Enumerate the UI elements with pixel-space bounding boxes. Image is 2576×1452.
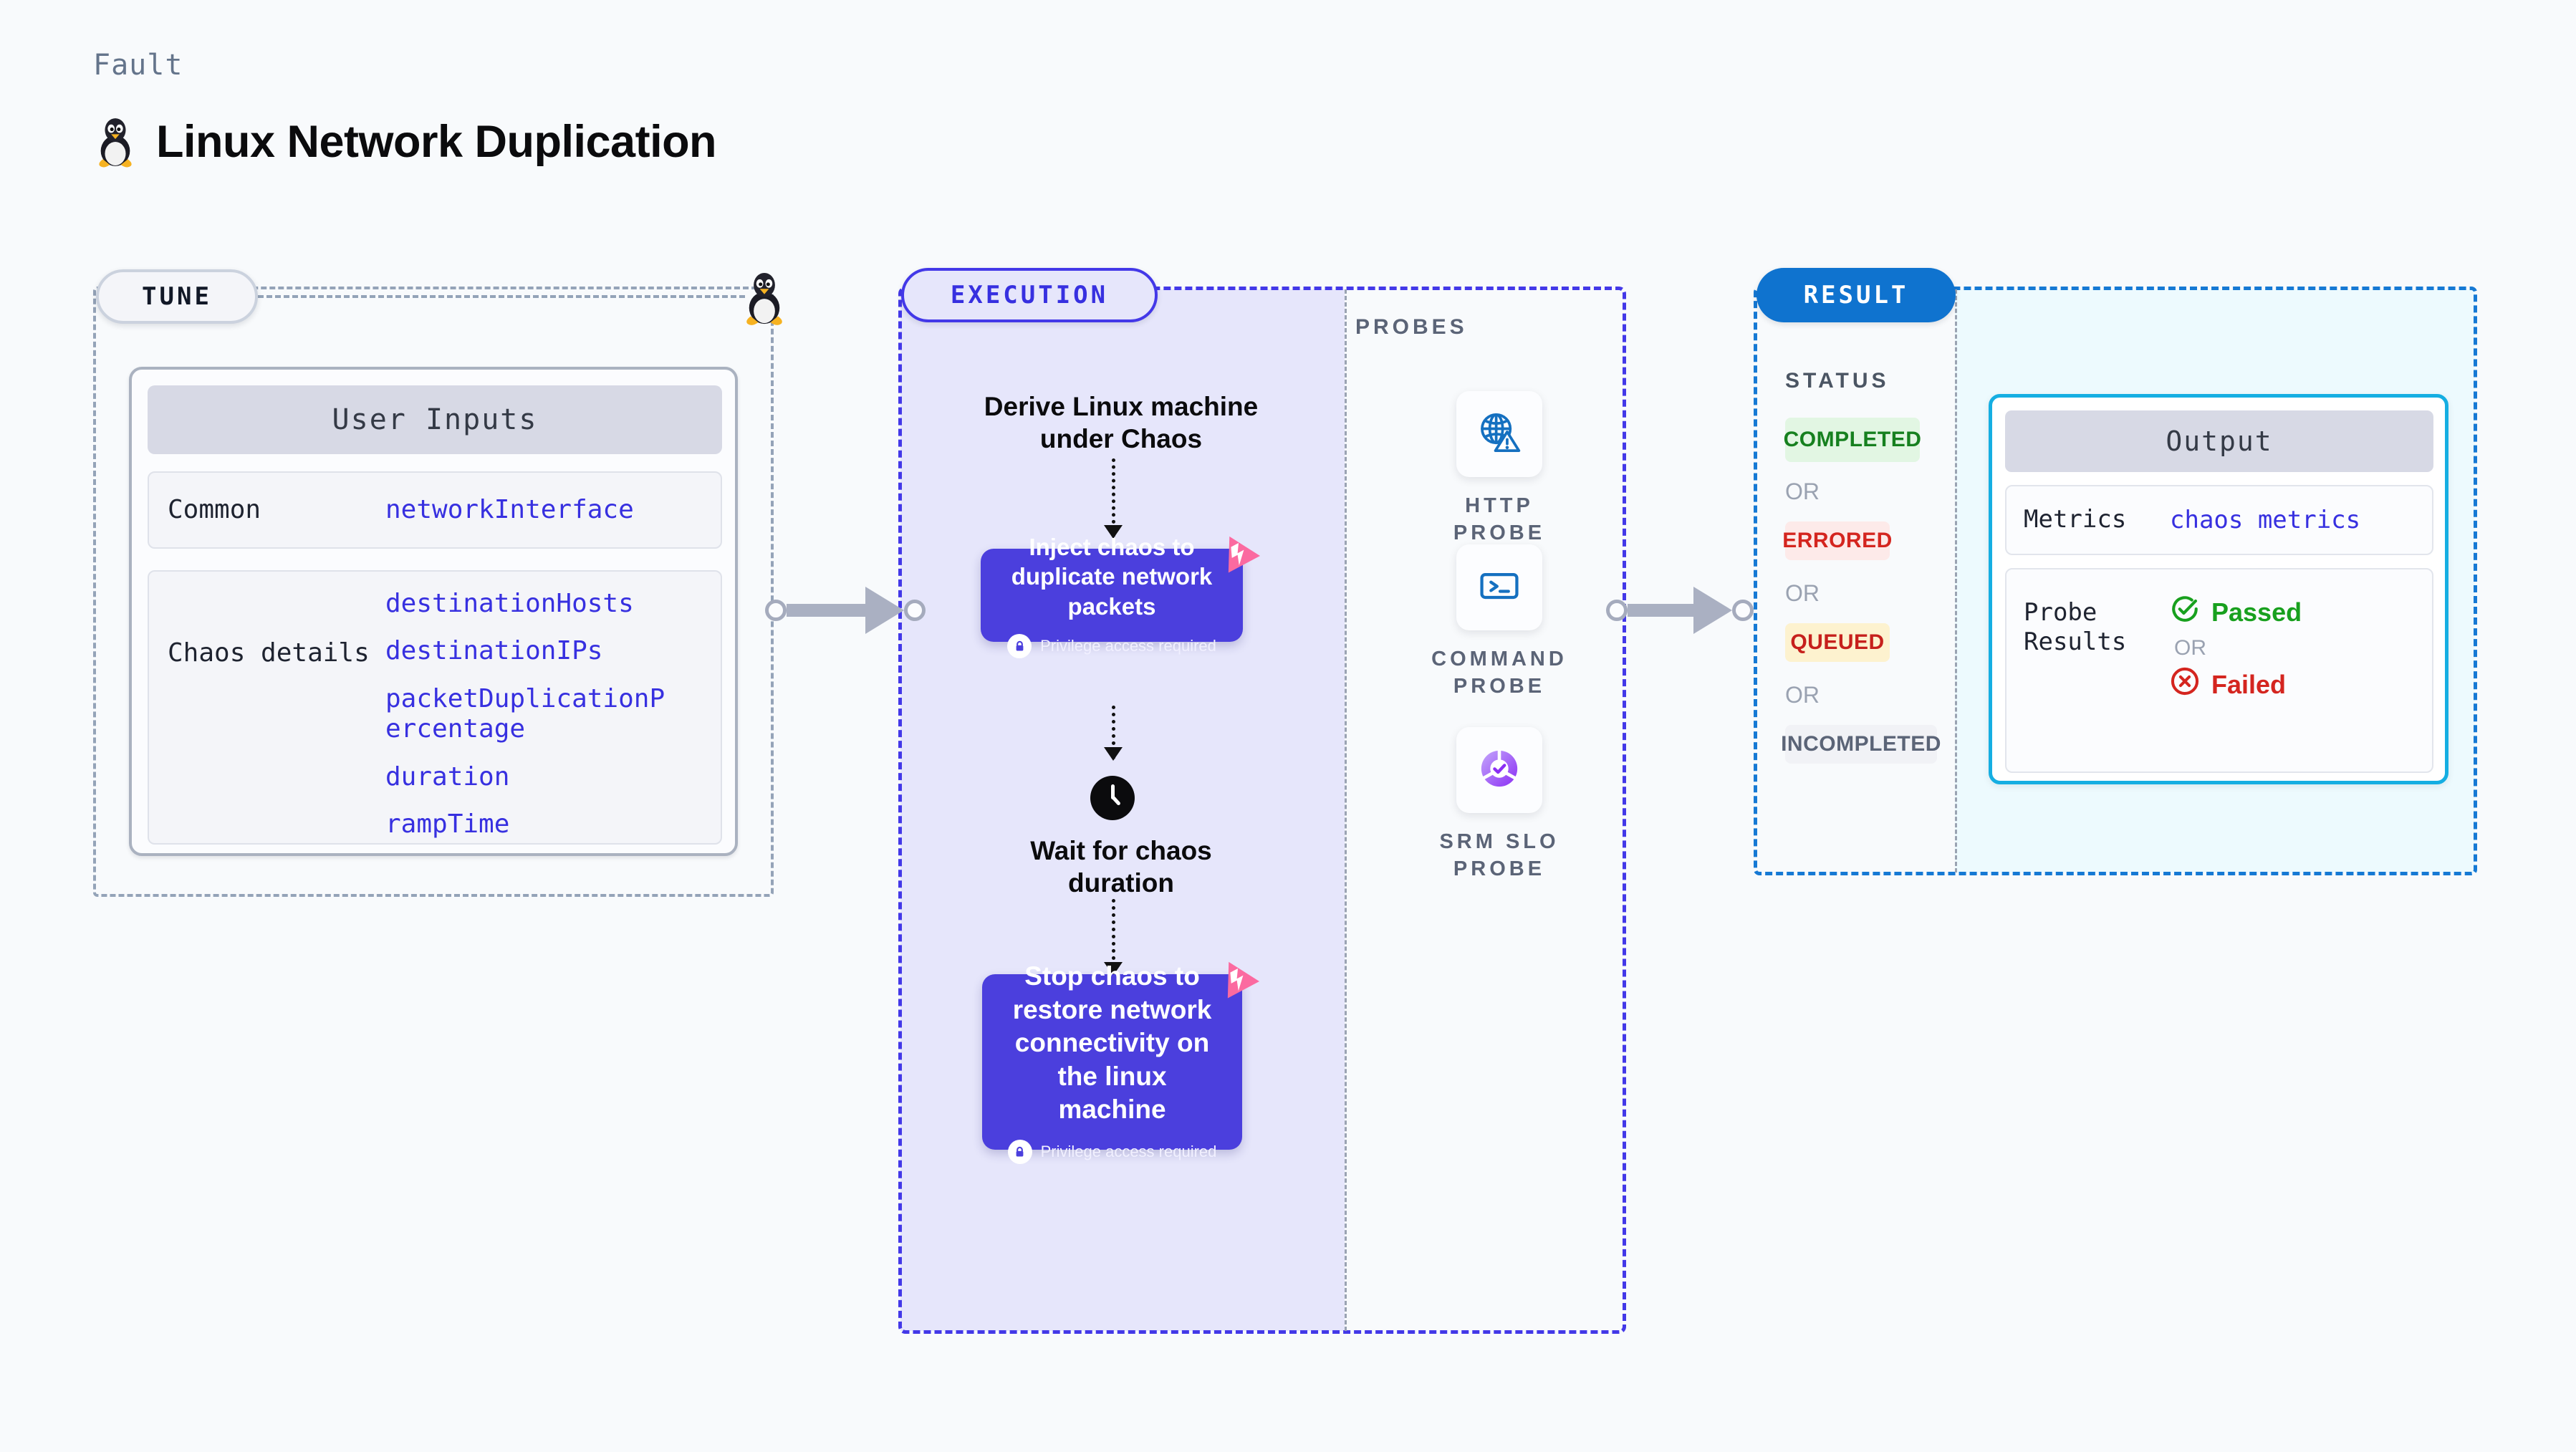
execution-step-stop-card[interactable]: Stop chaos to restore network connectivi…	[982, 961, 1259, 1165]
tune-param-packetduplicationpercentage[interactable]: packetDuplicationPercentage	[385, 683, 665, 744]
status-badge-queued: QUEUED	[1785, 623, 1890, 662]
execution-probes-divider	[1345, 289, 1347, 1331]
probe-http-label: HTTP PROBE	[1453, 494, 1546, 544]
tune-to-execution-connector	[765, 587, 926, 634]
status-badge-completed: COMPLETED	[1784, 418, 1921, 462]
execution-step-wait-label: Wait for chaos duration	[1030, 836, 1212, 898]
stop-card-privilege-row: Privilege access required	[1007, 1140, 1217, 1165]
tune-row-common: Common networkInterface	[148, 471, 722, 549]
probe-command[interactable]: COMMAND PROBE	[1428, 544, 1571, 700]
tune-param-ramptime[interactable]: rampTime	[385, 809, 510, 840]
chaos-corner-icon	[1215, 957, 1259, 999]
tune-pill[interactable]: TUNE	[96, 269, 258, 324]
output-metrics-label: Metrics	[2024, 505, 2127, 534]
inject-card-privilege-text: Privilege access required	[1040, 637, 1216, 655]
clock-icon	[1090, 775, 1135, 821]
execution-panel	[898, 287, 1626, 1334]
tune-row-chaos-label: Chaos details	[168, 638, 370, 668]
connector-bar	[1628, 604, 1693, 617]
probe-result-passed-label: Passed	[2211, 597, 2302, 627]
slo-donut-check-icon	[1474, 744, 1524, 797]
probe-command-label: COMMAND PROBE	[1431, 648, 1567, 698]
execution-pill[interactable]: EXECUTION	[901, 268, 1158, 322]
page-kicker: Fault	[93, 49, 183, 82]
terminal-icon	[1475, 562, 1524, 614]
lock-icon	[1007, 1140, 1032, 1165]
stop-card-privilege-text: Privilege access required	[1040, 1143, 1217, 1161]
page-title-row: Linux Network Duplication	[93, 115, 717, 169]
user-inputs-card: User Inputs Common networkInterface Chao…	[129, 367, 738, 856]
chaos-corner-icon	[1216, 532, 1260, 573]
probes-title: PROBES	[1355, 315, 1468, 339]
arrow-shaft	[1112, 899, 1115, 974]
connector-end-dot	[1732, 600, 1754, 621]
connector-start-dot	[765, 600, 787, 621]
tune-row-chaos-details: Chaos details destinationHosts destinati…	[148, 570, 722, 845]
status-badge-errored: ERRORED	[1782, 521, 1892, 560]
check-circle-icon	[2170, 594, 2200, 630]
connector-end-dot	[904, 600, 926, 621]
tune-param-destinationhosts[interactable]: destinationHosts	[385, 589, 634, 618]
tune-row-common-label: Common	[168, 495, 261, 525]
output-probe-label: Probe Results	[2024, 598, 2127, 657]
inject-card-title: Inject chaos to duplicate network packet…	[1011, 533, 1213, 620]
connector-start-dot	[1606, 600, 1628, 621]
tune-panel	[93, 287, 774, 897]
status-or-1: OR	[1785, 479, 1820, 504]
tune-param-networkinterface[interactable]: networkInterface	[385, 494, 634, 524]
execution-step-inject-card[interactable]: Inject chaos to duplicate network packet…	[981, 534, 1260, 659]
arrow-head	[1104, 747, 1123, 761]
stop-card-title: Stop chaos to restore network connectivi…	[1012, 961, 1212, 1125]
x-circle-icon	[2170, 666, 2200, 703]
result-status-fill	[1756, 289, 1955, 872]
tune-param-destinationips[interactable]: destinationIPs	[385, 636, 603, 666]
probe-result-failed-label: Failed	[2211, 669, 2287, 699]
connector-arrowhead	[1693, 587, 1732, 634]
connector-arrowhead	[865, 587, 904, 634]
user-inputs-title: User Inputs	[148, 385, 722, 454]
probe-srm-slo-label: SRM SLO PROBE	[1439, 830, 1559, 880]
arrow-shaft	[1112, 706, 1115, 759]
tune-row-chaos-values: destinationHosts destinationIPs packetDu…	[385, 589, 721, 840]
status-or-3: OR	[1785, 682, 1820, 708]
page-title: Linux Network Duplication	[156, 117, 717, 167]
output-row-metrics: Metrics chaos metrics	[2005, 485, 2433, 555]
probe-command-tile	[1456, 544, 1542, 630]
output-card: Output Metrics chaos metrics Probe Resul…	[1989, 394, 2448, 784]
execution-to-result-connector	[1606, 587, 1754, 634]
tune-connector-line	[258, 295, 745, 298]
tux-penguin-icon	[93, 115, 138, 169]
execution-step-derive-label: Derive Linux machine under Chaos	[984, 392, 1259, 454]
lock-icon	[1007, 634, 1032, 659]
inject-card-privilege-row: Privilege access required	[1007, 634, 1216, 659]
tune-param-duration[interactable]: duration	[385, 761, 510, 792]
status-badge-incompleted: INCOMPLETED	[1781, 725, 1941, 764]
result-pill[interactable]: RESULT	[1756, 268, 1956, 322]
probe-http[interactable]: HTTP PROBE	[1428, 391, 1571, 547]
connector-bar	[787, 604, 865, 617]
globe-warning-icon	[1474, 408, 1524, 461]
probe-result-passed: Passed	[2170, 594, 2432, 630]
output-row-probe-results: Probe Results Passed OR	[2005, 568, 2433, 773]
arrow-shaft	[1112, 458, 1115, 537]
probe-srm-slo[interactable]: SRM SLO PROBE	[1428, 727, 1571, 883]
output-probe-values: Passed OR Failed	[2170, 569, 2432, 703]
tune-row-common-values: networkInterface	[385, 495, 721, 525]
status-title: STATUS	[1785, 369, 1890, 393]
tux-penguin-edge-icon	[740, 268, 789, 328]
probe-srm-slo-tile	[1456, 727, 1542, 813]
result-panel	[1754, 287, 2477, 875]
arrow-head	[1104, 525, 1123, 539]
output-title: Output	[2005, 410, 2433, 472]
output-metrics-value[interactable]: chaos metrics	[2170, 506, 2361, 534]
arrow-head	[1104, 962, 1123, 976]
status-or-2: OR	[1785, 580, 1820, 606]
probe-result-or: OR	[2174, 636, 2206, 660]
result-panel-divider	[1955, 289, 1957, 872]
probe-result-failed: Failed	[2170, 666, 2432, 703]
probe-http-tile	[1456, 391, 1542, 477]
